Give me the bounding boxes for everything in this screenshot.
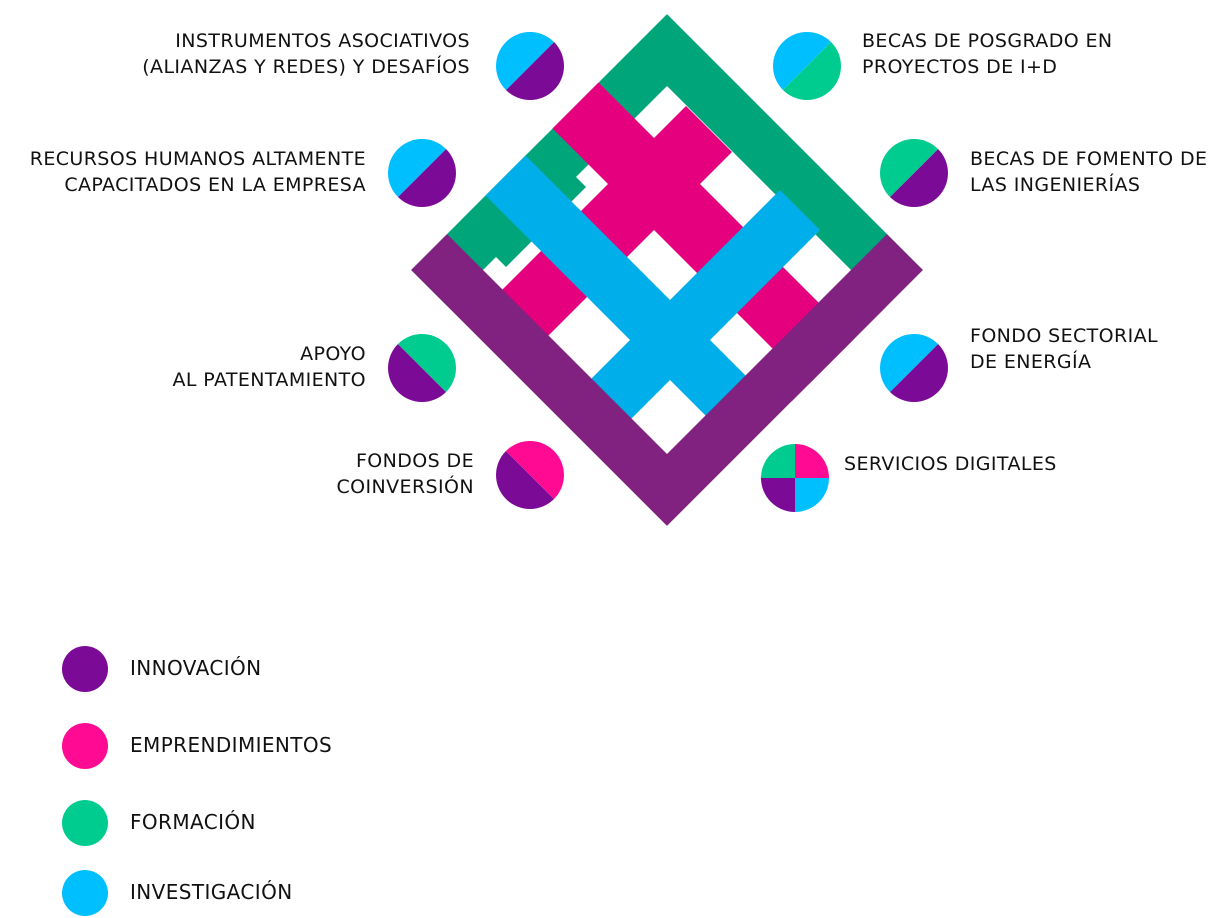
program-circle-digitales — [761, 444, 829, 512]
program-label-recursos: RECURSOS HUMANOS ALTAMENTE CAPACITADOS E… — [29, 148, 366, 196]
band-blue — [480, 150, 820, 440]
program-circle-coinversion — [496, 441, 564, 509]
program-label-digitales: SERVICIOS DIGITALES — [844, 453, 1057, 475]
program-circle-ingenierias — [880, 139, 948, 207]
legend-item-investigacion: INVESTIGACIÓN — [62, 870, 482, 918]
circle-segment-innovacion — [505, 41, 564, 100]
legend-label: INVESTIGACIÓN — [130, 880, 293, 904]
circle-segment-innovacion — [889, 343, 948, 402]
program-label-posgrado: BECAS DE POSGRADO EN PROYECTOS DE I+D — [862, 30, 1113, 78]
circle-segment-formacion — [782, 41, 841, 100]
program-circle-energia — [880, 334, 948, 402]
circle-segment-formacion — [880, 139, 939, 198]
circle-segment-innovacion — [397, 148, 456, 207]
program-label-coinversion: FONDOS DE COINVERSIÓN — [336, 450, 474, 498]
legend-swatch — [62, 646, 108, 692]
program-circle-patentamiento — [388, 334, 456, 402]
circle-segment-innovacion — [388, 343, 447, 402]
legend-label: EMPRENDIMIENTOS — [130, 733, 333, 757]
program-label-instrumentos: INSTRUMENTOS ASOCIATIVOS (ALIANZAS Y RED… — [142, 30, 470, 78]
program-circle-recursos — [388, 139, 456, 207]
legend-swatch — [62, 723, 108, 769]
circle-segment-emprendimientos — [505, 441, 564, 500]
circle-segment-investigacion — [773, 32, 832, 91]
program-label-ingenierias: BECAS DE FOMENTO DE LAS INGENIERÍAS — [970, 148, 1208, 196]
circle-segment-formacion — [761, 444, 795, 478]
program-circle-instrumentos — [496, 32, 564, 100]
legend-swatch — [62, 870, 108, 916]
circle-segment-innovacion — [889, 148, 948, 207]
circle-segment-investigacion — [795, 478, 829, 512]
program-circle-posgrado — [773, 32, 841, 100]
circle-segment-emprendimientos — [795, 444, 829, 478]
legend-label: FORMACIÓN — [130, 810, 256, 834]
circle-segment-innovacion — [761, 478, 795, 512]
program-label-patentamiento: APOYO AL PATENTAMIENTO — [172, 343, 366, 391]
band-purple — [411, 234, 923, 526]
legend-item-emprendimientos: EMPRENDIMIENTOS — [62, 723, 482, 771]
legend-item-formacion: FORMACIÓN — [62, 800, 482, 848]
circle-segment-formacion — [397, 334, 456, 393]
circle-segment-investigacion — [496, 32, 555, 91]
band-pink — [495, 82, 866, 396]
circle-segment-innovacion — [496, 450, 555, 509]
circle-segment-investigacion — [880, 334, 939, 393]
legend-label: INNOVACIÓN — [130, 656, 262, 680]
legend-item-innovacion: INNOVACIÓN — [62, 646, 482, 694]
legend-swatch — [62, 800, 108, 846]
program-label-energia: FONDO SECTORIAL DE ENERGÍA — [970, 325, 1159, 373]
circle-segment-investigacion — [388, 139, 447, 198]
